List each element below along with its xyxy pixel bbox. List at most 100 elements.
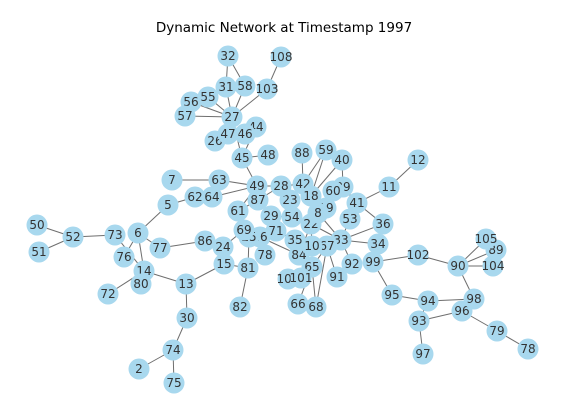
node-15[interactable]: 15 [213, 253, 235, 275]
node-24[interactable]: 24 [212, 236, 234, 258]
node-88[interactable]: 88 [291, 142, 313, 164]
node-circle [128, 358, 150, 380]
node-label: 40 [334, 153, 349, 167]
node-108[interactable]: 108 [270, 46, 293, 68]
node-53[interactable]: 53 [339, 208, 361, 230]
node-102[interactable]: 102 [407, 244, 430, 266]
node-18[interactable]: 18 [300, 185, 322, 207]
nodes-layer: 2567121314151619222324252627282930313233… [26, 45, 539, 394]
node-61[interactable]: 61 [227, 200, 249, 222]
node-73[interactable]: 73 [104, 224, 126, 246]
node-2[interactable]: 2 [128, 358, 150, 380]
node-82[interactable]: 82 [229, 296, 251, 318]
node-75[interactable]: 75 [163, 372, 185, 394]
node-72[interactable]: 72 [97, 283, 119, 305]
node-48[interactable]: 48 [257, 144, 279, 166]
node-10[interactable]: 10 [301, 235, 323, 257]
node-105[interactable]: 105 [475, 228, 498, 250]
node-circle [331, 149, 353, 171]
node-101[interactable]: 101 [290, 267, 313, 289]
node-59[interactable]: 59 [315, 139, 337, 161]
node-13[interactable]: 13 [175, 273, 197, 295]
node-46[interactable]: 46 [234, 123, 256, 145]
node-79[interactable]: 79 [486, 320, 508, 342]
node-circle [287, 293, 309, 315]
node-50[interactable]: 50 [26, 214, 48, 236]
node-54[interactable]: 54 [281, 206, 303, 228]
node-51[interactable]: 51 [28, 241, 50, 263]
node-67[interactable]: 67 [316, 235, 338, 257]
node-40[interactable]: 40 [331, 149, 353, 171]
node-27[interactable]: 27 [221, 106, 243, 128]
node-64[interactable]: 64 [201, 186, 223, 208]
node-36[interactable]: 36 [372, 213, 394, 235]
node-31[interactable]: 31 [215, 76, 237, 98]
node-circle [213, 253, 235, 275]
node-label: 34 [370, 237, 385, 251]
node-7[interactable]: 7 [161, 169, 183, 191]
node-87[interactable]: 87 [247, 189, 269, 211]
node-63[interactable]: 63 [208, 169, 230, 191]
node-8[interactable]: 8 [307, 202, 329, 224]
node-92[interactable]: 92 [341, 253, 363, 275]
node-60[interactable]: 60 [322, 180, 344, 202]
node-103[interactable]: 103 [256, 78, 279, 100]
node-66[interactable]: 66 [287, 293, 309, 315]
node-45[interactable]: 45 [231, 147, 253, 169]
node-label: 5 [164, 198, 172, 212]
node-circle [217, 123, 239, 145]
node-97[interactable]: 97 [412, 343, 434, 365]
node-circle [346, 192, 368, 214]
node-74[interactable]: 74 [162, 339, 184, 361]
node-86[interactable]: 86 [194, 230, 216, 252]
node-6[interactable]: 6 [127, 222, 149, 244]
node-30[interactable]: 30 [176, 307, 198, 329]
node-11[interactable]: 11 [378, 176, 400, 198]
node-78b[interactable]: 78 [254, 244, 276, 266]
node-label: 94 [420, 294, 435, 308]
node-label: 64 [204, 190, 219, 204]
node-62[interactable]: 62 [184, 186, 206, 208]
node-76[interactable]: 76 [113, 246, 135, 268]
node-68[interactable]: 68 [305, 296, 327, 318]
node-95[interactable]: 95 [381, 284, 403, 306]
node-32[interactable]: 32 [217, 45, 239, 67]
node-label: 78 [257, 248, 272, 262]
node-5[interactable]: 5 [157, 194, 179, 216]
node-99[interactable]: 99 [362, 251, 384, 273]
node-28[interactable]: 28 [270, 175, 292, 197]
node-label: 13 [178, 277, 193, 291]
node-34[interactable]: 34 [367, 233, 389, 255]
node-circle [149, 237, 171, 259]
node-77[interactable]: 77 [149, 237, 171, 259]
node-55[interactable]: 55 [197, 86, 219, 108]
node-label: 67 [319, 239, 334, 253]
node-circle [407, 149, 429, 171]
node-label: 71 [268, 224, 283, 238]
node-58[interactable]: 58 [234, 75, 256, 97]
node-78[interactable]: 78 [517, 338, 539, 360]
node-12[interactable]: 12 [407, 149, 429, 171]
node-93[interactable]: 93 [408, 310, 430, 332]
node-circle [254, 244, 276, 266]
node-98[interactable]: 98 [463, 288, 485, 310]
node-104[interactable]: 104 [482, 255, 505, 277]
node-71[interactable]: 71 [265, 220, 287, 242]
node-41[interactable]: 41 [346, 192, 368, 214]
node-label: 73 [107, 228, 122, 242]
node-91[interactable]: 91 [326, 266, 348, 288]
node-label: 88 [294, 146, 309, 160]
node-circle [184, 186, 206, 208]
node-52[interactable]: 52 [62, 226, 84, 248]
node-label: 101 [290, 271, 313, 285]
node-69[interactable]: 69 [233, 219, 255, 241]
node-57[interactable]: 57 [174, 105, 196, 127]
node-90[interactable]: 90 [447, 255, 469, 277]
node-80[interactable]: 80 [130, 273, 152, 295]
node-94[interactable]: 94 [417, 290, 439, 312]
node-47[interactable]: 47 [217, 123, 239, 145]
node-81[interactable]: 81 [237, 257, 259, 279]
node-circle [322, 180, 344, 202]
node-23[interactable]: 23 [279, 189, 301, 211]
